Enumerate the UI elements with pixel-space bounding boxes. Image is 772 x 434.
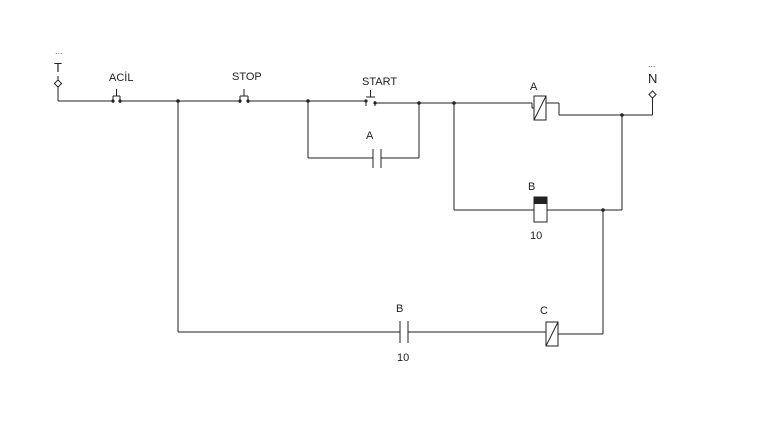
terminal-t-label: T [54,60,62,75]
coil-b-label: B [528,181,535,193]
lower-rung-wires [177,101,604,335]
hold-contact-a[interactable]: A [307,101,420,168]
coil-a[interactable]: A [528,81,622,121]
terminal-t-marker: ... [55,46,63,56]
start-button-label: START [362,76,397,88]
coil-b-value: 10 [530,230,542,242]
coil-b-timer-mark [534,197,547,204]
terminal-n-node [648,90,657,99]
start-button-contact[interactable]: START [356,76,397,106]
stop-button-label: STOP [232,71,262,83]
coil-c-label: C [540,305,548,317]
terminal-t[interactable]: ... T [53,46,63,101]
terminal-t-node [53,79,63,88]
terminal-n-marker: ... [648,59,656,69]
emergency-stop-label: ACİL [109,71,133,84]
timer-contact-b-label: B [396,303,403,315]
main-rung-wires [58,100,532,104]
stop-button-contact[interactable]: STOP [232,71,262,103]
terminal-n-label: N [648,71,657,86]
hold-contact-a-label: A [366,130,374,142]
terminal-n[interactable]: ... N [622,59,657,116]
coil-a-label: A [530,81,538,93]
coil-c-body [545,321,559,347]
coil-b-timer[interactable]: B 10 [453,103,623,242]
junctions [176,99,624,212]
coil-c[interactable]: C [540,305,559,347]
timer-contact-b-value: 10 [397,352,409,364]
timer-contact-b[interactable]: B 10 [396,303,409,364]
emergency-stop-contact[interactable]: ACİL [104,71,133,103]
